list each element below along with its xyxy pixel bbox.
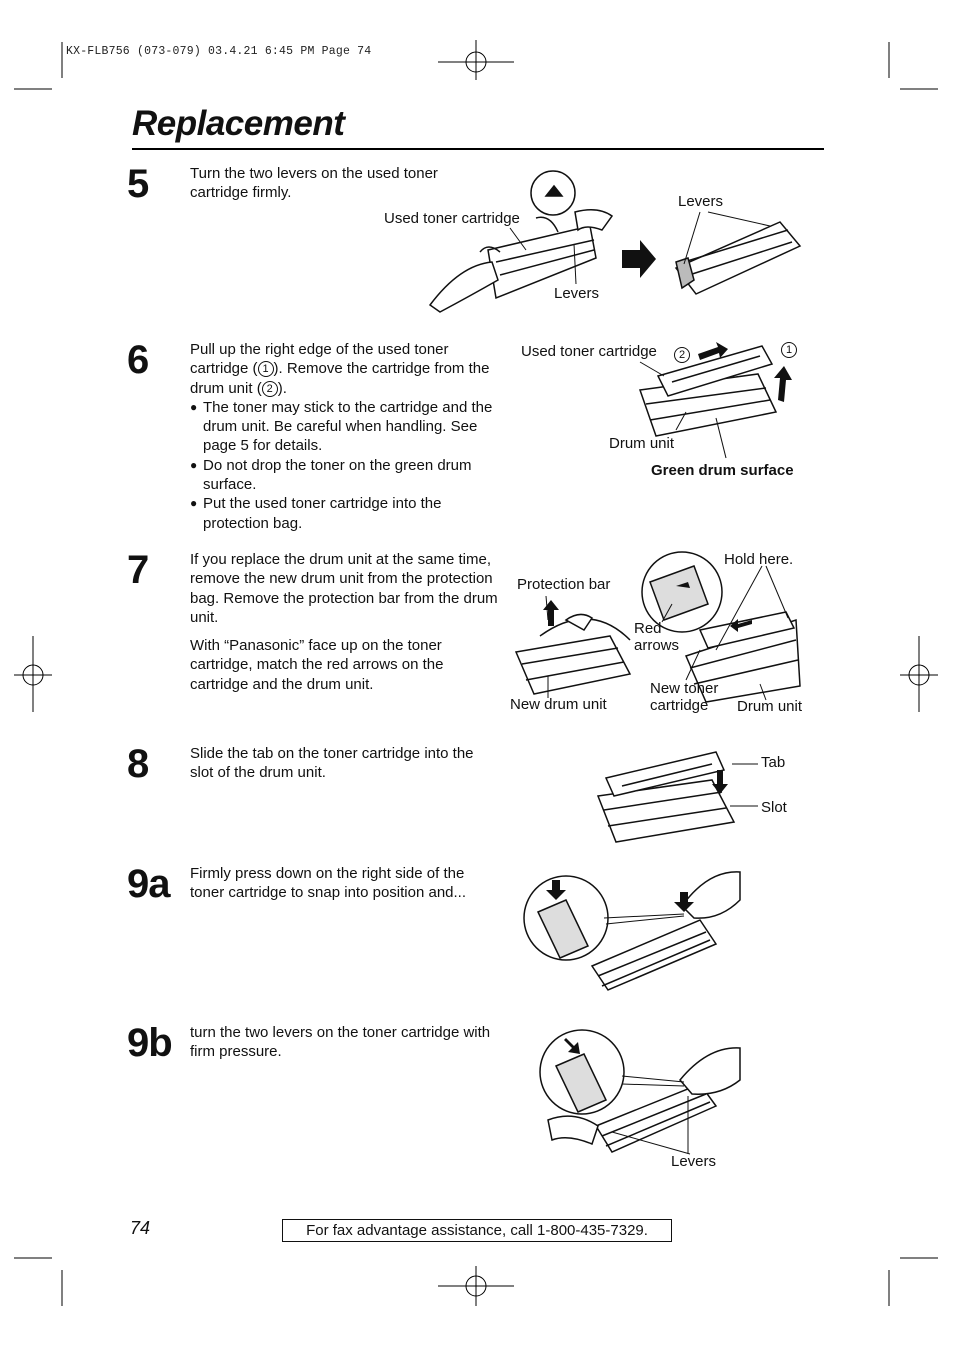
label-protection-bar: Protection bar bbox=[517, 576, 611, 593]
circled-number: 1 bbox=[257, 361, 274, 378]
step-7-para-1: If you replace the drum unit at the same… bbox=[190, 551, 498, 626]
bullet-item: Put the used toner cartridge into the pr… bbox=[190, 494, 500, 533]
step-7-number: 7 bbox=[127, 548, 149, 592]
bullet-item: Do not drop the toner on the green drum … bbox=[190, 456, 500, 495]
page-number: 74 bbox=[130, 1218, 151, 1238]
label-levers: Levers bbox=[554, 285, 600, 302]
step-6-main-text: Pull up the right edge of the used toner… bbox=[190, 341, 490, 397]
circled-number: 2 bbox=[674, 347, 690, 363]
label-levers: Levers bbox=[678, 193, 724, 210]
step-7-para-2: With “Panasonic” face up on the toner ca… bbox=[190, 637, 444, 693]
step-6-text: Pull up the right edge of the used toner… bbox=[190, 340, 500, 533]
step-9b-text: turn the two levers on the toner cartrid… bbox=[190, 1024, 491, 1061]
circled-number: 2 bbox=[261, 380, 278, 397]
label-used-toner-cartridge: Used toner cartridge bbox=[521, 343, 657, 360]
label-drum-unit: Drum unit bbox=[609, 435, 675, 452]
label-used-toner-cartridge: Used toner cartridge bbox=[384, 210, 520, 227]
label-arrows: arrows bbox=[634, 637, 680, 654]
label-levers: Levers bbox=[671, 1153, 717, 1170]
step-9a-text: Firmly press down on the right side of t… bbox=[190, 865, 467, 902]
label-new-toner: New toner bbox=[650, 680, 719, 697]
label-new-drum-unit: New drum unit bbox=[510, 696, 607, 713]
label-red: Red bbox=[634, 620, 662, 637]
label-hold-here: Hold here. bbox=[724, 551, 794, 568]
step-5-text: Turn the two levers on the used toner ca… bbox=[190, 165, 438, 202]
step-9a-number: 9a bbox=[127, 862, 170, 906]
step-6-number: 6 bbox=[127, 338, 149, 382]
label-drum-unit: Drum unit bbox=[737, 698, 803, 715]
step-8-text: Slide the tab on the toner cartridge int… bbox=[190, 745, 474, 782]
label-green-drum-surface: Green drum surface bbox=[651, 462, 794, 479]
label-cartridge: cartridge bbox=[650, 697, 709, 714]
step-8-number: 8 bbox=[127, 742, 149, 786]
footer-assistance-box: For fax advantage assistance, call 1-800… bbox=[282, 1219, 672, 1242]
step-5-number: 5 bbox=[127, 162, 149, 206]
label-tab: Tab bbox=[761, 754, 786, 771]
title-rule bbox=[132, 148, 824, 150]
step-9b-number: 9b bbox=[127, 1021, 173, 1065]
print-slug: KX-FLB756 (073-079) 03.4.21 6:45 PM Page… bbox=[66, 45, 372, 58]
step-7-text: If you replace the drum unit at the same… bbox=[190, 550, 500, 694]
circled-number: 1 bbox=[781, 342, 797, 358]
label-slot: Slot bbox=[761, 799, 787, 816]
bullet-item: The toner may stick to the cartridge and… bbox=[190, 398, 500, 456]
page-title: Replacement bbox=[132, 104, 345, 143]
